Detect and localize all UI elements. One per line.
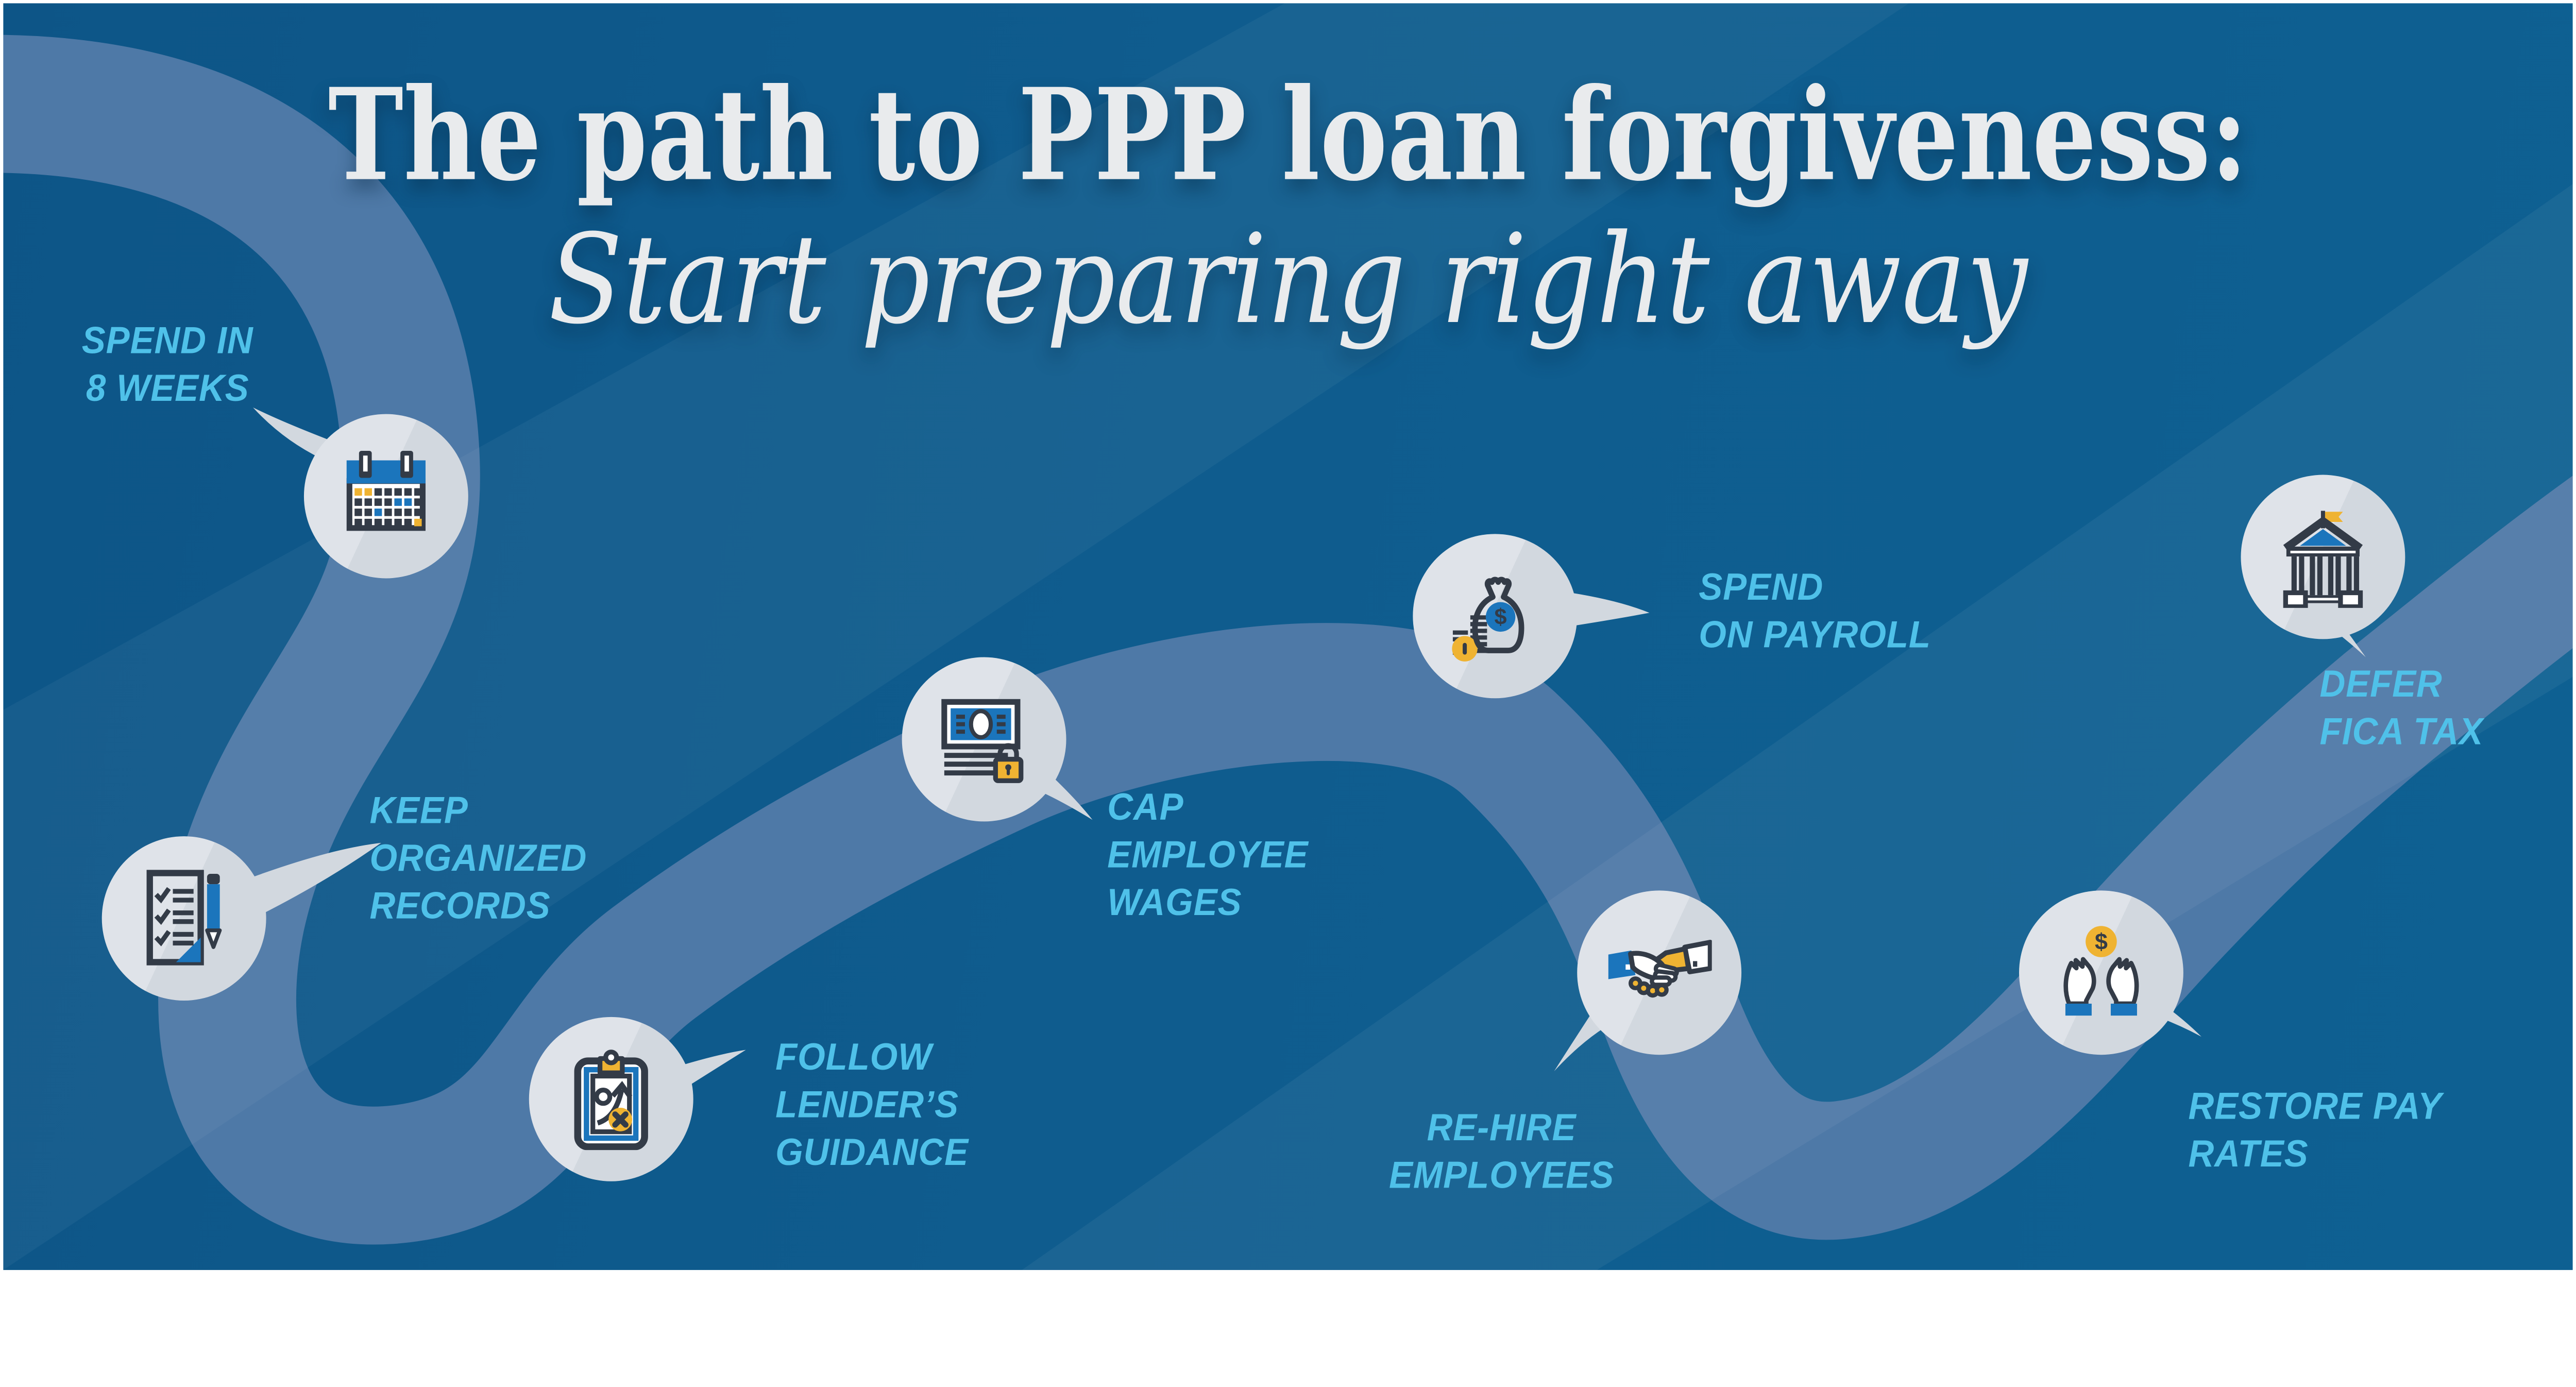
label-line: SPEND IN: [81, 318, 253, 362]
label-line: KEEP: [369, 788, 468, 832]
title-block: The path to PPP loan forgiveness: Start …: [3, 69, 2572, 351]
milestone-label-cap-employee-wages: CAP EMPLOYEE WAGES: [1107, 784, 1308, 926]
title-line-2: Start preparing right away: [548, 207, 2028, 352]
label-line: RECORDS: [369, 884, 551, 927]
milestone-label-keep-organized-records: KEEP ORGANIZED RECORDS: [369, 787, 587, 929]
label-line: CAP: [1107, 785, 1184, 828]
milestone-bubble-cap-employee-wages: [902, 657, 1066, 822]
infographic-stage: The path to PPP loan forgiveness: Start …: [3, 3, 2573, 1270]
money-bag-icon: $: [1452, 577, 1524, 662]
label-line: ORGANIZED: [369, 836, 587, 879]
light-sheen-wedge: [1022, 184, 2573, 1270]
label-line: FOLLOW: [775, 1035, 933, 1078]
milestone-bubble-restore-pay-rates: $: [2019, 890, 2183, 1055]
label-line: ON PAYROLL: [1699, 613, 1931, 656]
label-line: RATES: [2188, 1132, 2309, 1175]
milestone-bubble-spend-on-payroll: $: [1413, 534, 1578, 699]
milestone-bubble-spend-8-weeks: [303, 414, 468, 579]
label-line: LENDER’S: [775, 1082, 959, 1126]
hands-coin-icon: $: [2063, 926, 2153, 1024]
infographic-canvas: The path to PPP loan forgiveness: Start …: [3, 3, 2573, 1270]
checklist-icon: [146, 870, 222, 966]
label-line: SPEND: [1699, 565, 1824, 608]
clipboard-strategy-icon: [574, 1050, 648, 1151]
milestone-label-follow-lenders-guidance: FOLLOW LENDER’S GUIDANCE: [775, 1034, 969, 1176]
milestone-label-spend-on-payroll: SPEND ON PAYROLL: [1699, 564, 1931, 659]
svg-text:$: $: [1495, 605, 1507, 630]
handshake-icon: [1608, 939, 1712, 998]
label-line: DEFER: [2319, 662, 2443, 705]
milestone-bubble-re-hire-employees: [1577, 890, 1742, 1055]
money-lock-icon: [941, 699, 1024, 783]
label-line: GUIDANCE: [775, 1130, 969, 1173]
svg-text:$: $: [2095, 928, 2108, 954]
bank-icon: [2283, 511, 2363, 608]
label-line: 8 WEEKS: [86, 366, 249, 410]
milestone-bubble-follow-lenders-guidance: [529, 1017, 693, 1181]
title-line-1: The path to PPP loan forgiveness:: [328, 62, 2248, 211]
calendar-icon: [346, 450, 426, 531]
label-line: EMPLOYEES: [1388, 1153, 1615, 1196]
milestone-label-restore-pay-rates: RESTORE PAY RATES: [2188, 1082, 2442, 1178]
milestone-label-defer-fica-tax: DEFER FICA TAX: [2320, 661, 2483, 756]
label-line: WAGES: [1107, 881, 1242, 924]
light-sheen-wedge: [3, 3, 1909, 1270]
label-line: RESTORE PAY: [2188, 1084, 2443, 1127]
milestone-bubble-defer-fica-tax: [2241, 475, 2405, 639]
label-line: FICA TAX: [2319, 709, 2483, 753]
tail-keep-organized-records: [230, 842, 381, 927]
label-line: EMPLOYEE: [1107, 833, 1309, 876]
label-line: RE-HIRE: [1427, 1106, 1577, 1148]
milestone-bubble-keep-organized-records: [101, 836, 266, 1001]
milestone-label-spend-8-weeks: SPEND IN 8 WEEKS: [52, 317, 283, 412]
milestone-label-re-hire-employees: RE-HIRE EMPLOYEES: [1378, 1104, 1625, 1199]
